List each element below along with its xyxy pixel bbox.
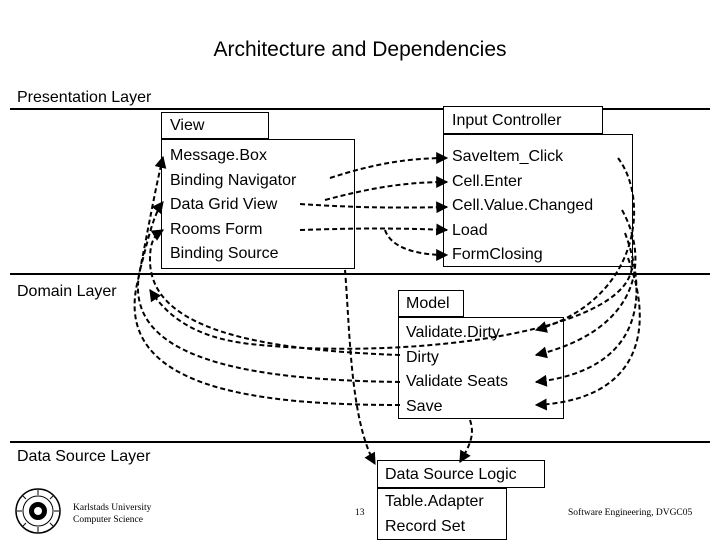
university-seal-icon (14, 487, 62, 535)
institution-line-1: Karlstads University (73, 503, 152, 513)
data-source-logic-header: Data Source Logic (385, 466, 517, 483)
model-box: Validate.Dirty Dirty Validate Seats Save (398, 317, 564, 419)
input-controller-item: SaveItem_Click (452, 148, 564, 165)
presentation-layer-label: Presentation Layer (17, 89, 152, 106)
model-item: Save (406, 397, 443, 415)
model-item: Validate.Dirty (406, 324, 500, 341)
input-controller-item: FormClosing (452, 246, 543, 263)
institution-line-2: Computer Science (73, 515, 143, 525)
view-item: Data Grid View (170, 196, 278, 213)
input-controller-header: Input Controller (452, 112, 562, 129)
data-source-logic-item: Table.Adapter (385, 493, 484, 510)
arrow-view-to-formclosing (384, 229, 449, 261)
input-controller-item: Cell.Value.Changed (452, 197, 594, 214)
input-controller-header-box: Input Controller (443, 106, 603, 134)
input-controller-item: Cell.Enter (452, 172, 523, 190)
view-item: Binding Navigator (170, 171, 297, 189)
page-title: Architecture and Dependencies (213, 38, 507, 61)
data-source-logic-item-list: Table.Adapter Record Set (385, 490, 484, 539)
institution-name: Karlstads University Computer Science (73, 502, 151, 526)
data-source-layer-line (10, 441, 710, 443)
input-controller-box: SaveItem_Click Cell.Enter Cell.Value.Cha… (443, 134, 633, 267)
data-source-logic-item: Record Set (385, 517, 466, 535)
arrow-view-to-datasource (344, 269, 376, 466)
data-source-logic-box: Table.Adapter Record Set (377, 488, 507, 540)
input-controller-item-list: SaveItem_Click Cell.Enter Cell.Value.Cha… (452, 145, 593, 268)
domain-layer-line (10, 273, 710, 275)
model-header-box: Model (398, 290, 464, 317)
model-item: Validate Seats (406, 373, 508, 390)
domain-layer-label: Domain Layer (17, 283, 117, 300)
model-header: Model (406, 295, 450, 312)
view-item: Rooms Form (170, 220, 263, 238)
view-header-box: View (161, 112, 269, 139)
model-item-list: Validate.Dirty Dirty Validate Seats Save (406, 321, 508, 419)
course-name: Software Engineering, DVGC05 (568, 508, 693, 518)
page-number: 13 (355, 508, 365, 518)
view-item: Message.Box (170, 147, 267, 164)
data-source-logic-header-box: Data Source Logic (377, 460, 545, 488)
data-source-layer-label: Data Source Layer (17, 448, 151, 465)
view-item-list: Message.Box Binding Navigator Data Grid … (170, 144, 296, 267)
view-box: Message.Box Binding Navigator Data Grid … (161, 139, 355, 269)
presentation-layer-line (10, 108, 710, 110)
view-header: View (170, 117, 205, 134)
view-item: Binding Source (170, 245, 279, 262)
input-controller-item: Load (452, 221, 488, 239)
model-item: Dirty (406, 348, 439, 366)
